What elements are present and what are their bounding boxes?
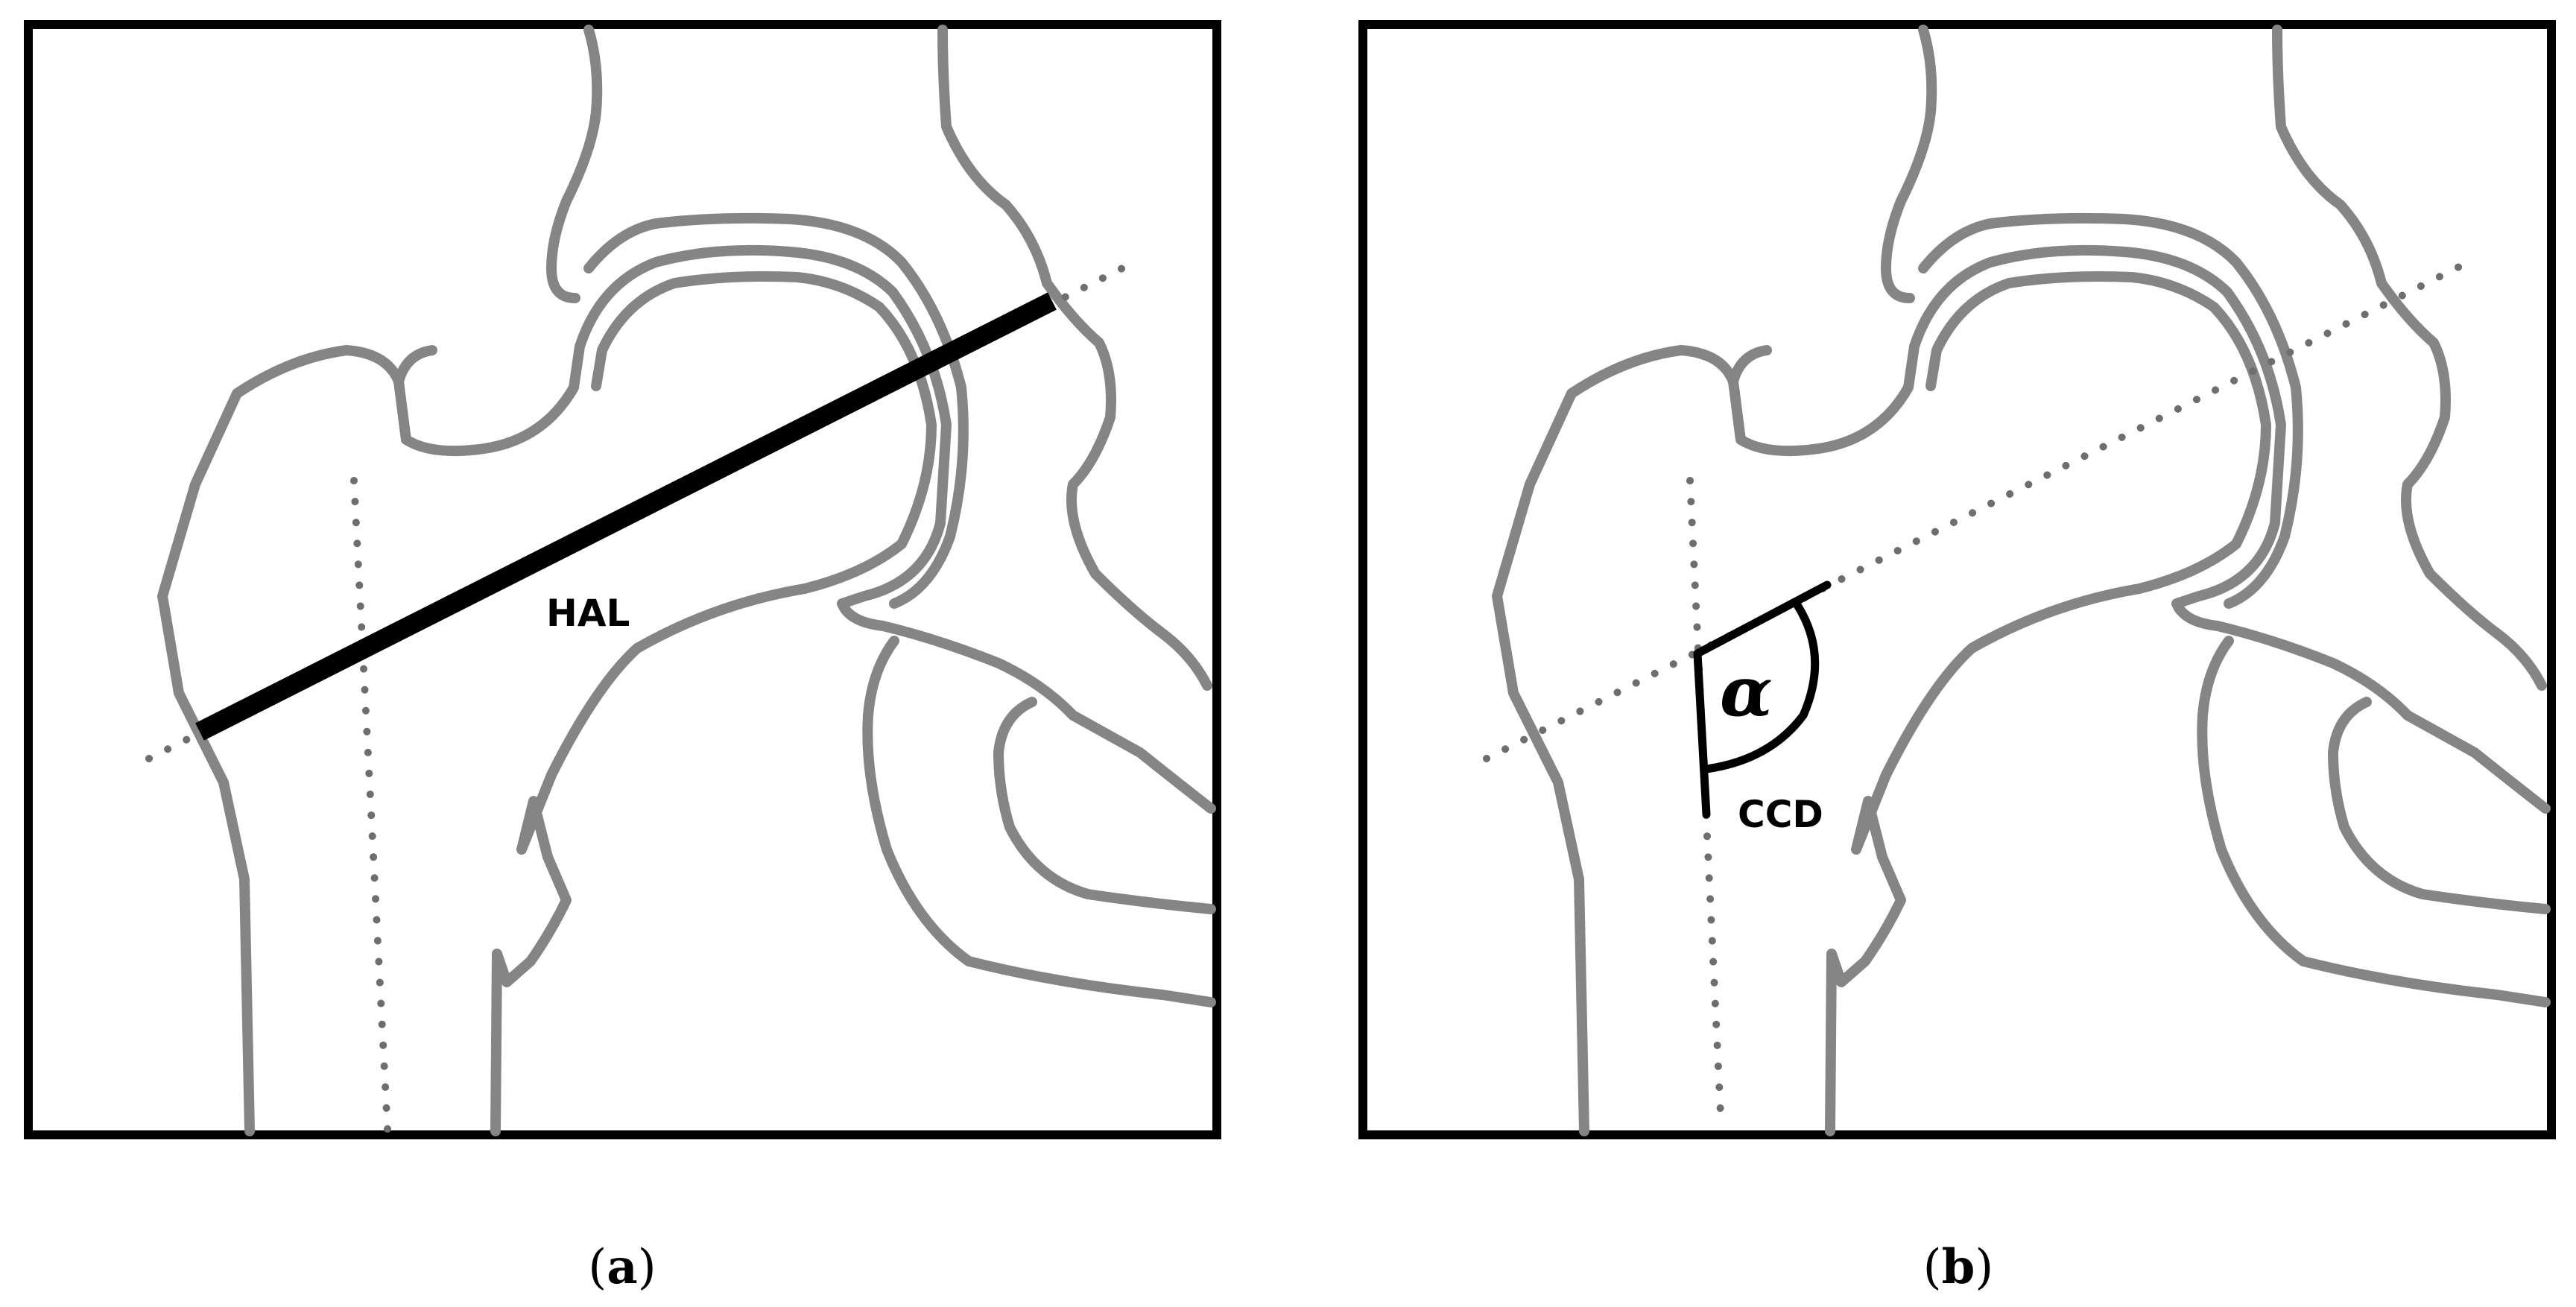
panel-b: α CCD bbox=[1358, 20, 2556, 1139]
panel-b-frame bbox=[1358, 20, 2556, 1139]
panel-b-neck-axis bbox=[1483, 256, 2478, 762]
panel-b-shaft-axis bbox=[1686, 477, 1725, 1133]
panel-b-ccd-angle-arms bbox=[1693, 580, 1832, 819]
caption-a: (a) bbox=[588, 1239, 656, 1295]
panel-a-frame bbox=[24, 20, 1221, 1139]
panel-b-ccd-label: CCD bbox=[1738, 793, 1823, 836]
panel-a-hal-label: HAL bbox=[546, 592, 630, 635]
panel-a: HAL bbox=[24, 20, 1221, 1139]
panel-b-ccd-angle-arc bbox=[1702, 601, 1820, 773]
panel-a-shaft-axis bbox=[350, 477, 391, 1133]
panel-a-hal-line bbox=[195, 292, 1057, 741]
panel-b-alpha-symbol: α bbox=[1720, 651, 1773, 732]
caption-b: (b) bbox=[1923, 1239, 1994, 1295]
